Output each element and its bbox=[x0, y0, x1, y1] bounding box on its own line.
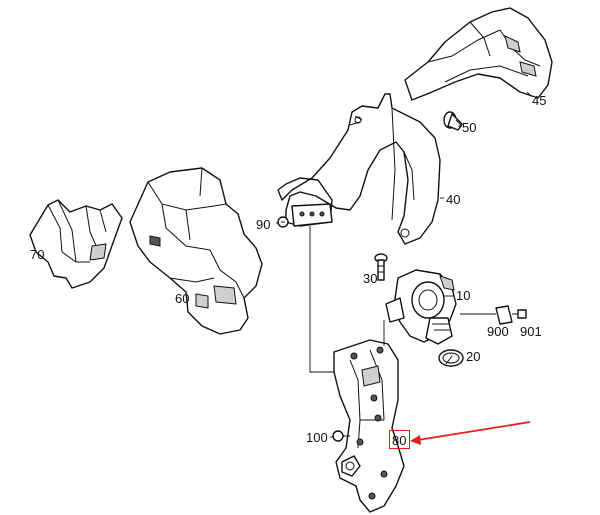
leader-lines bbox=[276, 91, 532, 438]
callout-100: 100 bbox=[306, 430, 328, 445]
callout-90: 90 bbox=[256, 217, 271, 232]
red-pointer-arrow bbox=[410, 421, 531, 445]
part-901-clip bbox=[512, 309, 527, 319]
part-70-cover bbox=[29, 199, 123, 289]
part-900-sensor bbox=[460, 305, 513, 325]
part-30-bolt bbox=[374, 253, 388, 281]
callout-10: 10 bbox=[456, 288, 471, 303]
part-10-pump bbox=[385, 269, 457, 345]
part-60-housing bbox=[129, 167, 263, 335]
part-100-bolt bbox=[332, 430, 350, 442]
callout-20: 20 bbox=[466, 349, 481, 364]
callout-80: 80 bbox=[392, 433, 407, 448]
part-80-bracket bbox=[333, 339, 405, 513]
callout-900: 900 bbox=[487, 324, 509, 339]
highlight-box-80 bbox=[389, 430, 410, 449]
part-40-bracket bbox=[277, 93, 441, 245]
callout-50: 50 bbox=[462, 120, 477, 135]
part-90-bolt bbox=[277, 216, 289, 228]
part-45-cover bbox=[404, 7, 553, 101]
part-50-screw bbox=[443, 111, 463, 131]
callout-45: 45 bbox=[532, 93, 547, 108]
callout-70: 70 bbox=[30, 247, 45, 262]
callout-60: 60 bbox=[175, 291, 190, 306]
callout-30: 30 bbox=[363, 271, 378, 286]
callout-40: 40 bbox=[446, 192, 461, 207]
callout-901: 901 bbox=[520, 324, 542, 339]
